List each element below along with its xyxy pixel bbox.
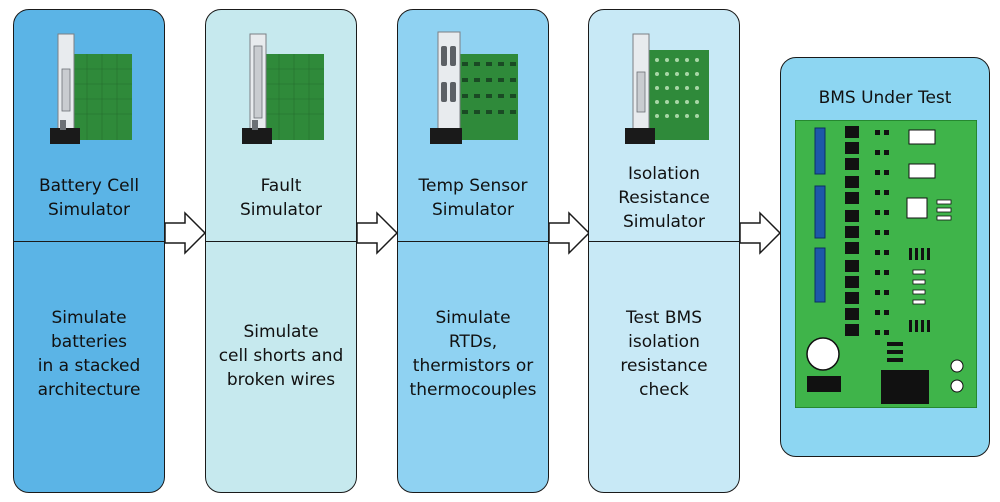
step-card-fault-simulator: Fault Simulator Simulate cell shorts and… [205,9,357,493]
step-description: Test BMS isolation resistance check [620,308,708,400]
step-card-temp-sensor-simulator: Temp Sensor Simulator Simulate RTDs, the… [397,9,549,493]
step-title: Isolation Resistance Simulator [618,164,710,232]
hollow-right-arrow-icon [164,211,207,255]
step-title: Battery Cell Simulator [38,176,140,220]
step-card-battery-cell-simulator: Battery Cell Simulator Simulate batterie… [13,9,165,493]
pxi-module-card-icon [625,33,709,144]
pxi-module-card-icon [50,33,132,144]
hollow-right-arrow-icon [356,211,399,255]
step-card-isolation-resistance-simulator: Isolation Resistance Simulator Test BMS … [588,9,740,493]
bms-title: BMS Under Test [818,88,952,108]
step-title: Fault Simulator [239,176,323,220]
step-title: Temp Sensor Simulator [418,176,528,220]
hollow-right-arrow-icon [548,211,591,255]
divider [398,241,548,242]
divider [589,241,739,242]
step-description: Simulate cell shorts and broken wires [218,322,344,390]
pcb-board-icon [795,120,977,408]
pxi-module-card-icon [430,31,518,144]
hollow-right-arrow-icon [739,211,782,255]
divider [14,241,164,242]
divider [206,241,356,242]
pxi-module-card-icon [242,33,324,144]
step-description: Simulate batteries in a stacked architec… [37,308,141,400]
step-description: Simulate RTDs, thermistors or thermocoup… [409,308,537,400]
bms-under-test-panel: BMS Under Test [780,57,990,457]
